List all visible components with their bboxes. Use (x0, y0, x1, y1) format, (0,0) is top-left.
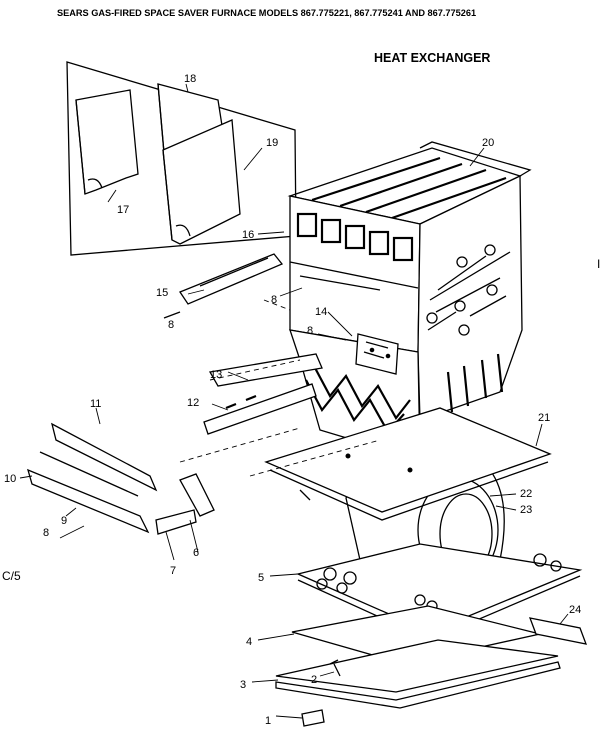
callout-8-c: 8 (307, 325, 313, 337)
callout-8-d: 8 (43, 527, 49, 539)
callout-23: 23 (520, 504, 532, 516)
callout-16: 16 (242, 229, 254, 241)
callout-12: 12 (187, 397, 199, 409)
burner-rail-12-13 (203, 353, 323, 435)
callout-7: 7 (170, 565, 176, 577)
diagram-header: SEARS GAS-FIRED SPACE SAVER FURNACE MODE… (57, 8, 476, 18)
callout-21: 21 (538, 412, 550, 424)
diagram-title: HEAT EXCHANGER (374, 51, 490, 65)
callout-19: 19 (266, 137, 278, 149)
callout-22: 22 (520, 488, 532, 500)
callout-11: 11 (90, 398, 101, 410)
callout-8-b: 8 (168, 319, 174, 331)
screw-2 (329, 659, 341, 677)
callout-5: 5 (258, 572, 264, 584)
baffle-inset (66, 61, 297, 256)
callout-20: 20 (482, 137, 494, 149)
callout-4: 4 (246, 636, 252, 648)
rail-24 (528, 617, 588, 645)
callout-24: 24 (569, 604, 581, 616)
callout-13: 13 (210, 369, 222, 381)
bracket-6-7 (155, 473, 215, 535)
callout-9: 9 (61, 515, 67, 527)
blower-deck-21 (264, 407, 552, 521)
callout-3: 3 (240, 679, 246, 691)
bracket-11 (27, 422, 158, 539)
callout-17: 17 (117, 204, 129, 216)
manifold-15 (163, 253, 284, 319)
callout-10: 10 (4, 473, 16, 485)
clip-1 (301, 709, 325, 727)
callout-15: 15 (156, 287, 168, 299)
callout-18: 18 (184, 73, 196, 85)
edge-mark: I (597, 257, 600, 271)
heat-exchanger-assembly (287, 141, 532, 461)
side-mark: C/5 (2, 569, 21, 583)
bottom-panel-3 (275, 639, 561, 709)
callout-14: 14 (315, 306, 327, 318)
control-box-14 (355, 333, 399, 375)
baffle-17 (75, 89, 139, 195)
callout-labels: 1 2 3 4 5 6 7 8 8 8 8 9 10 11 12 13 14 1… (4, 73, 581, 727)
callout-2: 2 (311, 674, 317, 686)
leader-lines (19, 83, 569, 719)
callout-6: 6 (193, 547, 199, 559)
baffle-19 (162, 119, 241, 245)
callout-1: 1 (265, 715, 271, 727)
callout-8-a: 8 (271, 294, 277, 306)
